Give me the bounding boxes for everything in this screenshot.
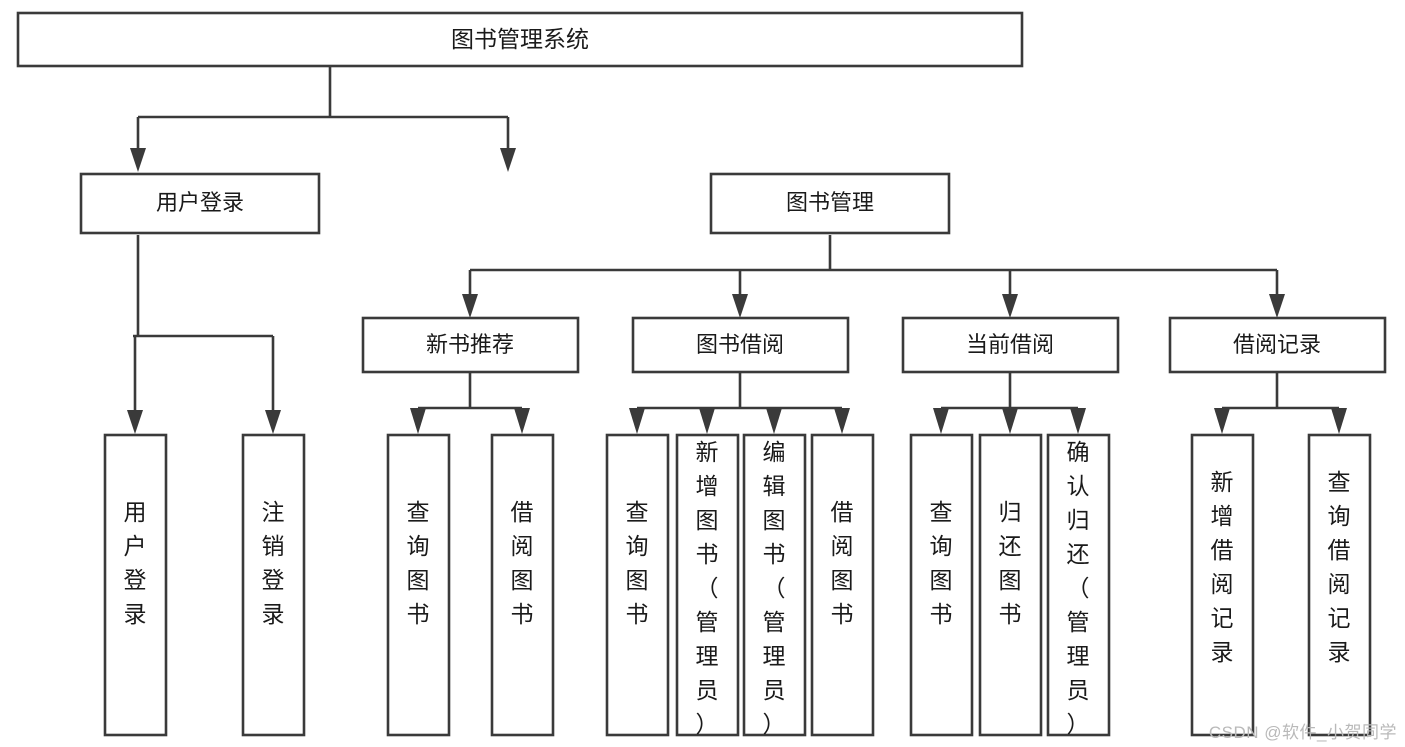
- node-book-borrow-label: 图书借阅: [696, 332, 784, 357]
- node-current-borrow-box: [901, 316, 1120, 374]
- leaf-box: [490, 433, 555, 737]
- connector-group-book-borrow: [629, 372, 850, 434]
- node-user-login-box: [79, 172, 321, 235]
- leaf-node-borrow-record-2[interactable]: 查询借阅记录: [1307, 433, 1372, 737]
- arrow-head-new-book: [462, 294, 478, 318]
- arrow-head-leaf-bb-4: [834, 408, 850, 434]
- node-user-login[interactable]: 用户登录: [79, 172, 321, 235]
- leaf-box: [742, 433, 807, 737]
- leaf-box: [675, 433, 740, 737]
- node-book-borrow-box: [631, 316, 850, 374]
- leaf-box: [1190, 433, 1255, 737]
- leaf-node-new-book-1[interactable]: 查询图书: [386, 433, 451, 737]
- arrow-head-leaf-cb-2: [1002, 408, 1018, 434]
- leaf-label-return-book: 归还图书: [999, 499, 1022, 627]
- connector-group-borrow-record: [1214, 372, 1347, 434]
- arrow-head-leaf-bb-1: [629, 408, 645, 434]
- node-book-manage[interactable]: 图书管理: [709, 172, 951, 235]
- leaf-label-query-book: 查询图书: [407, 499, 430, 627]
- leaf-node-current-borrow-1[interactable]: 查询图书: [909, 433, 974, 737]
- arrow-head-leaf-br-2: [1331, 408, 1347, 434]
- leaf-box: [103, 433, 168, 737]
- node-new-book-label: 新书推荐: [426, 332, 514, 357]
- leaf-node-current-borrow-2[interactable]: 归还图书: [978, 433, 1043, 737]
- node-user-login-label: 用户登录: [156, 190, 244, 215]
- connector-group-current-borrow: [933, 372, 1086, 434]
- leaf-label-logout: 注销登录: [262, 499, 285, 627]
- arrow-head-book-manage: [500, 148, 516, 172]
- leaf-box: [241, 433, 306, 737]
- leaf-label-user-login: 用户登录: [124, 499, 147, 627]
- leaf-label-confirm-return-admin: 确认归还（管理员）: [1067, 439, 1090, 737]
- leaf-node-book-borrow-1[interactable]: 查询图书: [605, 433, 670, 737]
- leaf-box: [909, 433, 974, 737]
- connector-group-root: [130, 66, 516, 172]
- node-borrow-record[interactable]: 借阅记录: [1168, 316, 1387, 374]
- node-new-book-box: [361, 316, 580, 374]
- csdn-watermark: CSDN @软件_小贺同学: [1208, 723, 1397, 742]
- node-book-manage-box: [709, 172, 951, 235]
- leaf-box: [605, 433, 670, 737]
- leaf-box: [978, 433, 1043, 737]
- arrow-head-leaf-cb-1: [933, 408, 949, 434]
- arrow-head-book-borrow: [732, 294, 748, 318]
- leaf-node-user-login-2[interactable]: 注销登录: [241, 433, 306, 737]
- leaf-node-user-login-1[interactable]: 用户登录: [103, 433, 168, 737]
- connector-group-new-book: [410, 372, 530, 434]
- node-book-manage-label: 图书管理: [786, 190, 874, 215]
- leaf-box: [1307, 433, 1372, 737]
- arrow-head-borrow-record: [1269, 294, 1285, 318]
- leaf-node-book-borrow-2[interactable]: 新增图书（管理员）: [675, 433, 740, 737]
- arrow-head-leaf-user-login-1: [127, 410, 143, 434]
- node-new-book-recommend[interactable]: 新书推荐: [361, 316, 580, 374]
- leaf-label-add-book-admin: 新增图书（管理员）: [696, 439, 719, 737]
- node-root-box: [16, 11, 1024, 68]
- node-borrow-record-box: [1168, 316, 1387, 374]
- node-book-borrow[interactable]: 图书借阅: [631, 316, 850, 374]
- arrow-head-current-borrow: [1002, 294, 1018, 318]
- arrow-head-user-login: [130, 148, 146, 172]
- leaf-label-query-book: 查询图书: [930, 499, 953, 627]
- arrow-head-leaf-bb-3: [766, 408, 782, 434]
- leaf-box: [386, 433, 451, 737]
- leaf-box: [1046, 433, 1111, 737]
- leaf-label-edit-book-admin: 编辑图书（管理员）: [763, 439, 786, 737]
- leaf-label-add-borrow-record: 新增借阅记录: [1211, 469, 1234, 665]
- leaf-node-current-borrow-3[interactable]: 确认归还（管理员）: [1046, 433, 1111, 737]
- leaf-label-borrow-book: 借阅图书: [511, 499, 534, 627]
- leaf-node-book-borrow-4[interactable]: 借阅图书: [810, 433, 875, 737]
- node-root-label: 图书管理系统: [451, 26, 589, 52]
- node-current-borrow[interactable]: 当前借阅: [901, 316, 1120, 374]
- node-root-system[interactable]: 图书管理系统: [16, 11, 1024, 68]
- arrow-head-leaf-nb-1: [410, 408, 426, 434]
- node-borrow-record-label: 借阅记录: [1233, 332, 1321, 357]
- connector-group-user-login: [127, 235, 281, 434]
- leaf-label-query-book: 查询图书: [626, 499, 649, 627]
- arrow-head-leaf-bb-2: [699, 408, 715, 434]
- leaf-label-query-borrow-record: 查询借阅记录: [1328, 469, 1351, 665]
- leaf-node-book-borrow-3[interactable]: 编辑图书（管理员）: [742, 433, 807, 737]
- arrow-head-leaf-br-1: [1214, 408, 1230, 434]
- arrow-head-leaf-nb-2: [514, 408, 530, 434]
- leaf-node-new-book-2[interactable]: 借阅图书: [490, 433, 555, 737]
- leaf-box: [810, 433, 875, 737]
- arrow-head-leaf-cb-3: [1070, 408, 1086, 434]
- node-current-borrow-label: 当前借阅: [966, 332, 1054, 357]
- connector-group-book-manage: [462, 235, 1285, 318]
- arrow-head-leaf-user-login-2: [265, 410, 281, 434]
- leaf-node-borrow-record-1[interactable]: 新增借阅记录: [1190, 433, 1255, 737]
- leaf-label-borrow-book: 借阅图书: [831, 499, 854, 627]
